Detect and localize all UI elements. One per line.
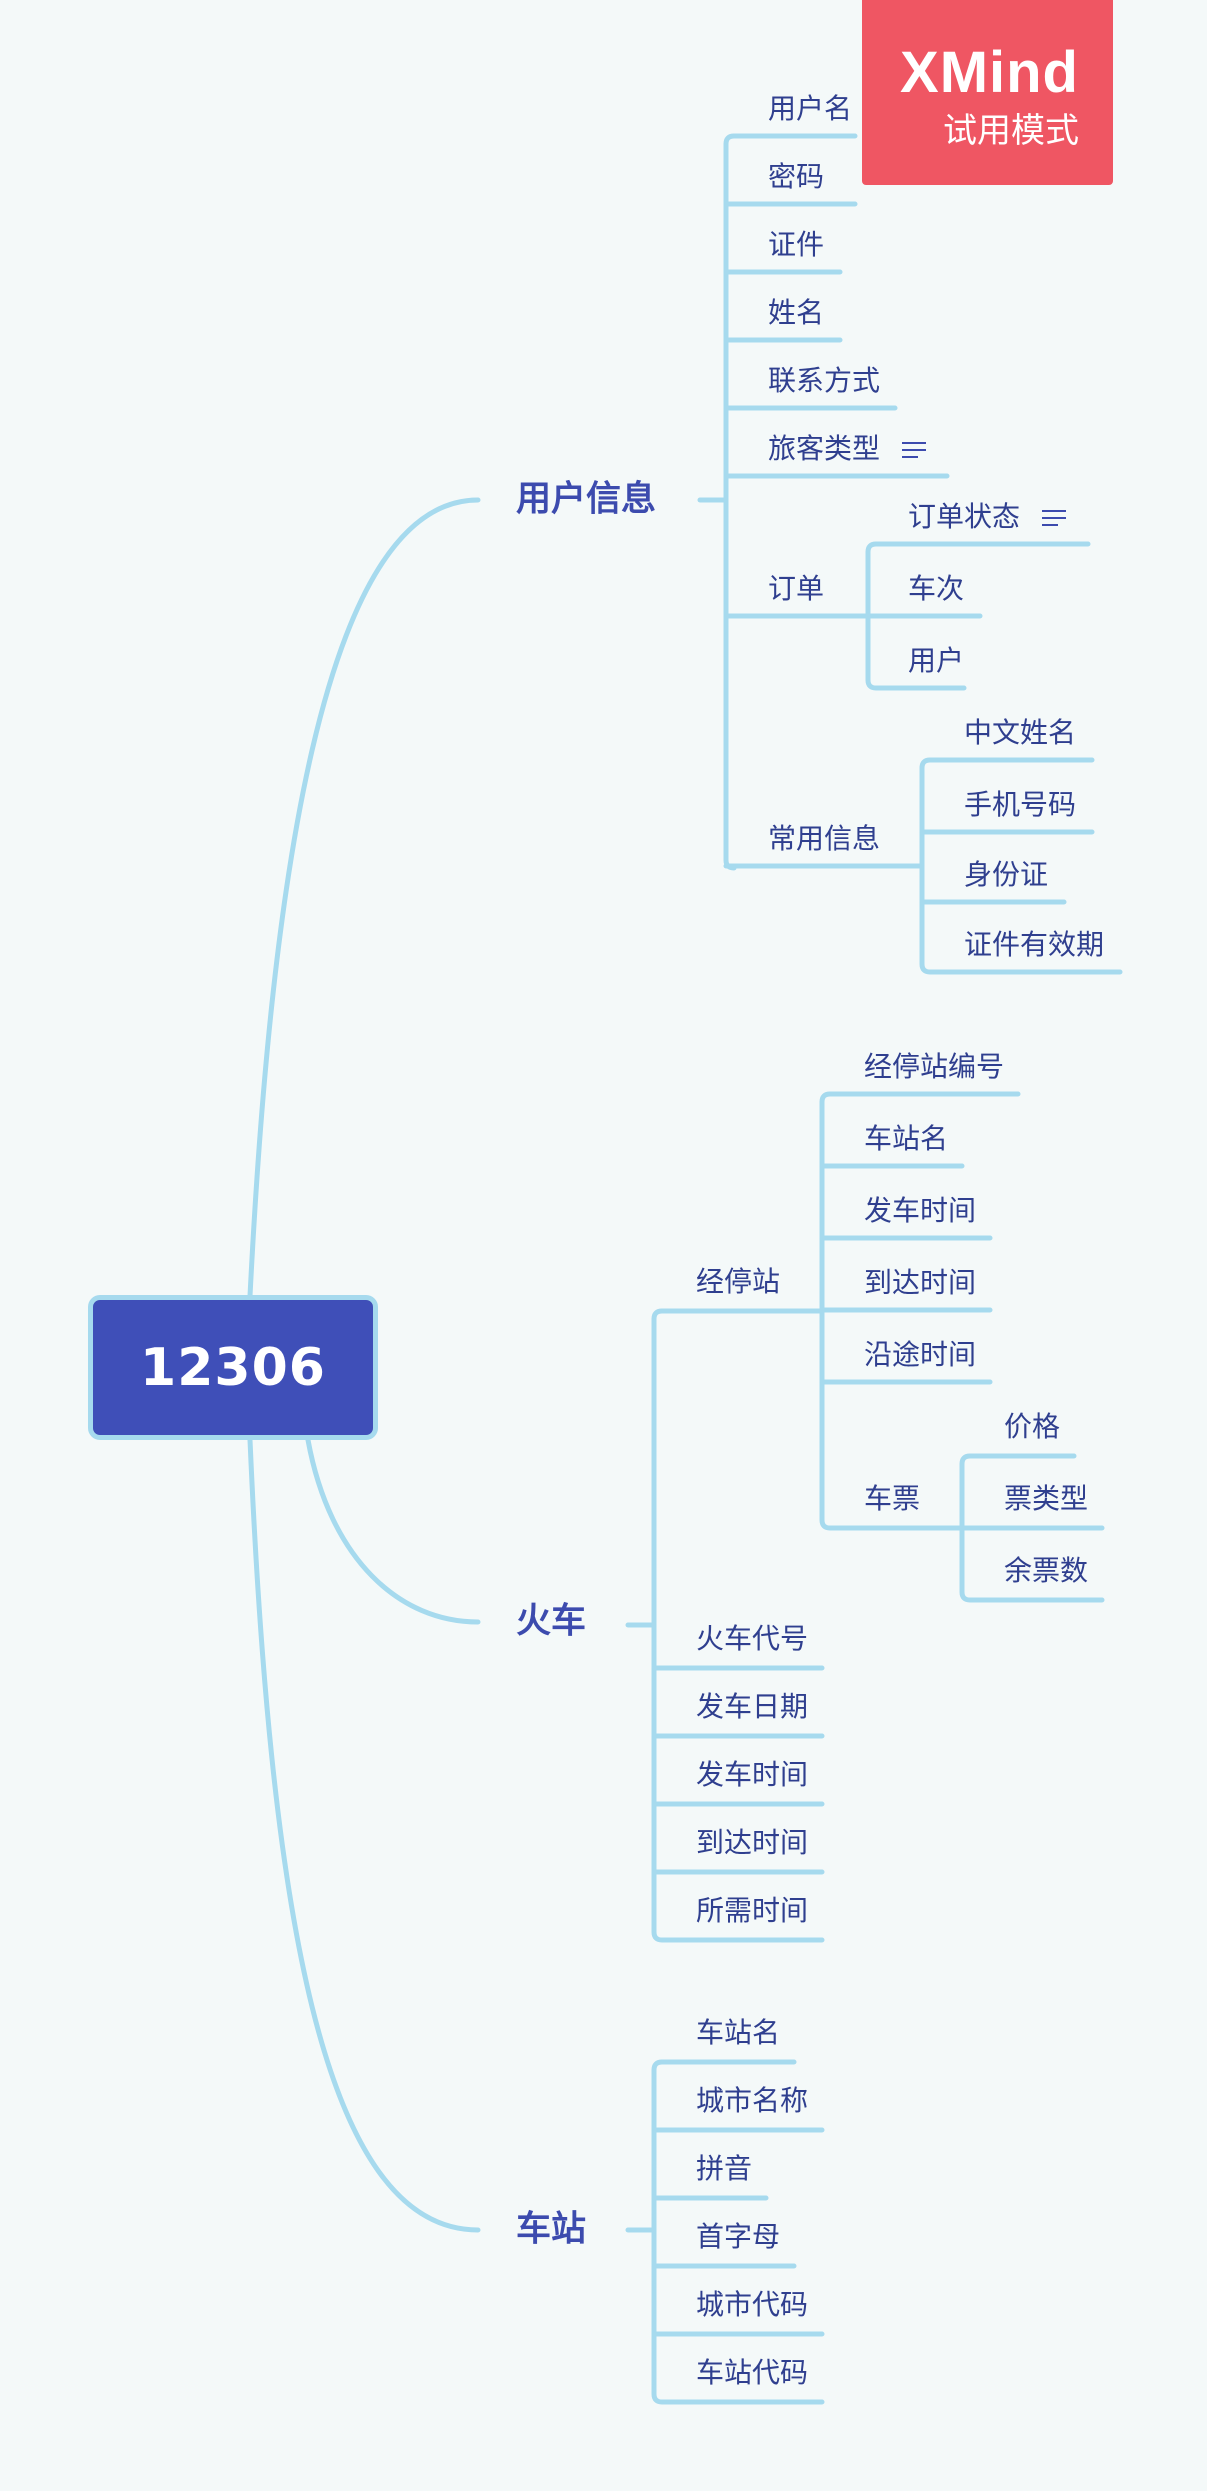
note-icon[interactable] [902, 441, 927, 459]
user-passenger-type[interactable]: 旅客类型 [768, 432, 927, 465]
stop-en-route-time[interactable]: 沿途时间 [864, 1338, 977, 1371]
stop-arrival-time[interactable]: 到达时间 [864, 1266, 977, 1299]
user-username[interactable]: 用户名 [768, 92, 853, 125]
ticket-price[interactable]: 价格 [1004, 1410, 1061, 1443]
station-initial[interactable]: 首字母 [696, 2220, 781, 2253]
frequent-id-card[interactable]: 身份证 [964, 858, 1049, 891]
branch-train[interactable]: 火车 [516, 1601, 587, 1642]
train-duration[interactable]: 所需时间 [696, 1894, 809, 1927]
stop-station-name[interactable]: 车站名 [864, 1122, 949, 1155]
stop-departure-time[interactable]: 发车时间 [864, 1194, 977, 1227]
branch-station[interactable]: 车站 [516, 2209, 587, 2250]
frequent-id-expiry[interactable]: 证件有效期 [964, 928, 1105, 961]
user-frequent-info[interactable]: 常用信息 [768, 822, 881, 855]
order-user[interactable]: 用户 [908, 644, 965, 677]
ticket-remaining[interactable]: 余票数 [1004, 1554, 1089, 1587]
order-status[interactable]: 订单状态 [908, 500, 1067, 533]
order-status-label: 订单状态 [908, 500, 1021, 533]
frequent-chinese-name[interactable]: 中文姓名 [964, 716, 1077, 749]
user-password[interactable]: 密码 [768, 160, 825, 193]
stop-ticket[interactable]: 车票 [864, 1482, 921, 1515]
xmind-logo-text: XMind [900, 40, 1079, 105]
train-departure-time[interactable]: 发车时间 [696, 1758, 809, 1791]
root-node[interactable]: 12306 [88, 1295, 378, 1440]
station-pinyin[interactable]: 拼音 [696, 2152, 753, 2185]
station-code[interactable]: 车站代码 [696, 2356, 809, 2389]
user-contact[interactable]: 联系方式 [768, 364, 881, 397]
branch-user-info[interactable]: 用户信息 [516, 479, 657, 520]
station-city-name[interactable]: 城市名称 [696, 2084, 809, 2117]
train-arrival-time[interactable]: 到达时间 [696, 1826, 809, 1859]
train-code[interactable]: 火车代号 [696, 1622, 809, 1655]
station-name[interactable]: 车站名 [696, 2016, 781, 2049]
xmind-trial-badge[interactable]: XMind 试用模式 [862, 0, 1113, 185]
frequent-phone[interactable]: 手机号码 [964, 788, 1077, 821]
train-stops[interactable]: 经停站 [696, 1265, 781, 1298]
user-order[interactable]: 订单 [768, 572, 825, 605]
trial-mode-text: 试用模式 [943, 111, 1079, 151]
order-train-number[interactable]: 车次 [908, 572, 965, 605]
ticket-type[interactable]: 票类型 [1004, 1482, 1089, 1515]
train-departure-date[interactable]: 发车日期 [696, 1690, 809, 1723]
stop-number[interactable]: 经停站编号 [864, 1050, 1005, 1083]
user-name[interactable]: 姓名 [768, 296, 825, 329]
user-id-document[interactable]: 证件 [768, 228, 825, 261]
station-city-code[interactable]: 城市代码 [696, 2288, 809, 2321]
passenger-type-label: 旅客类型 [768, 432, 881, 465]
note-icon[interactable] [1042, 509, 1067, 527]
